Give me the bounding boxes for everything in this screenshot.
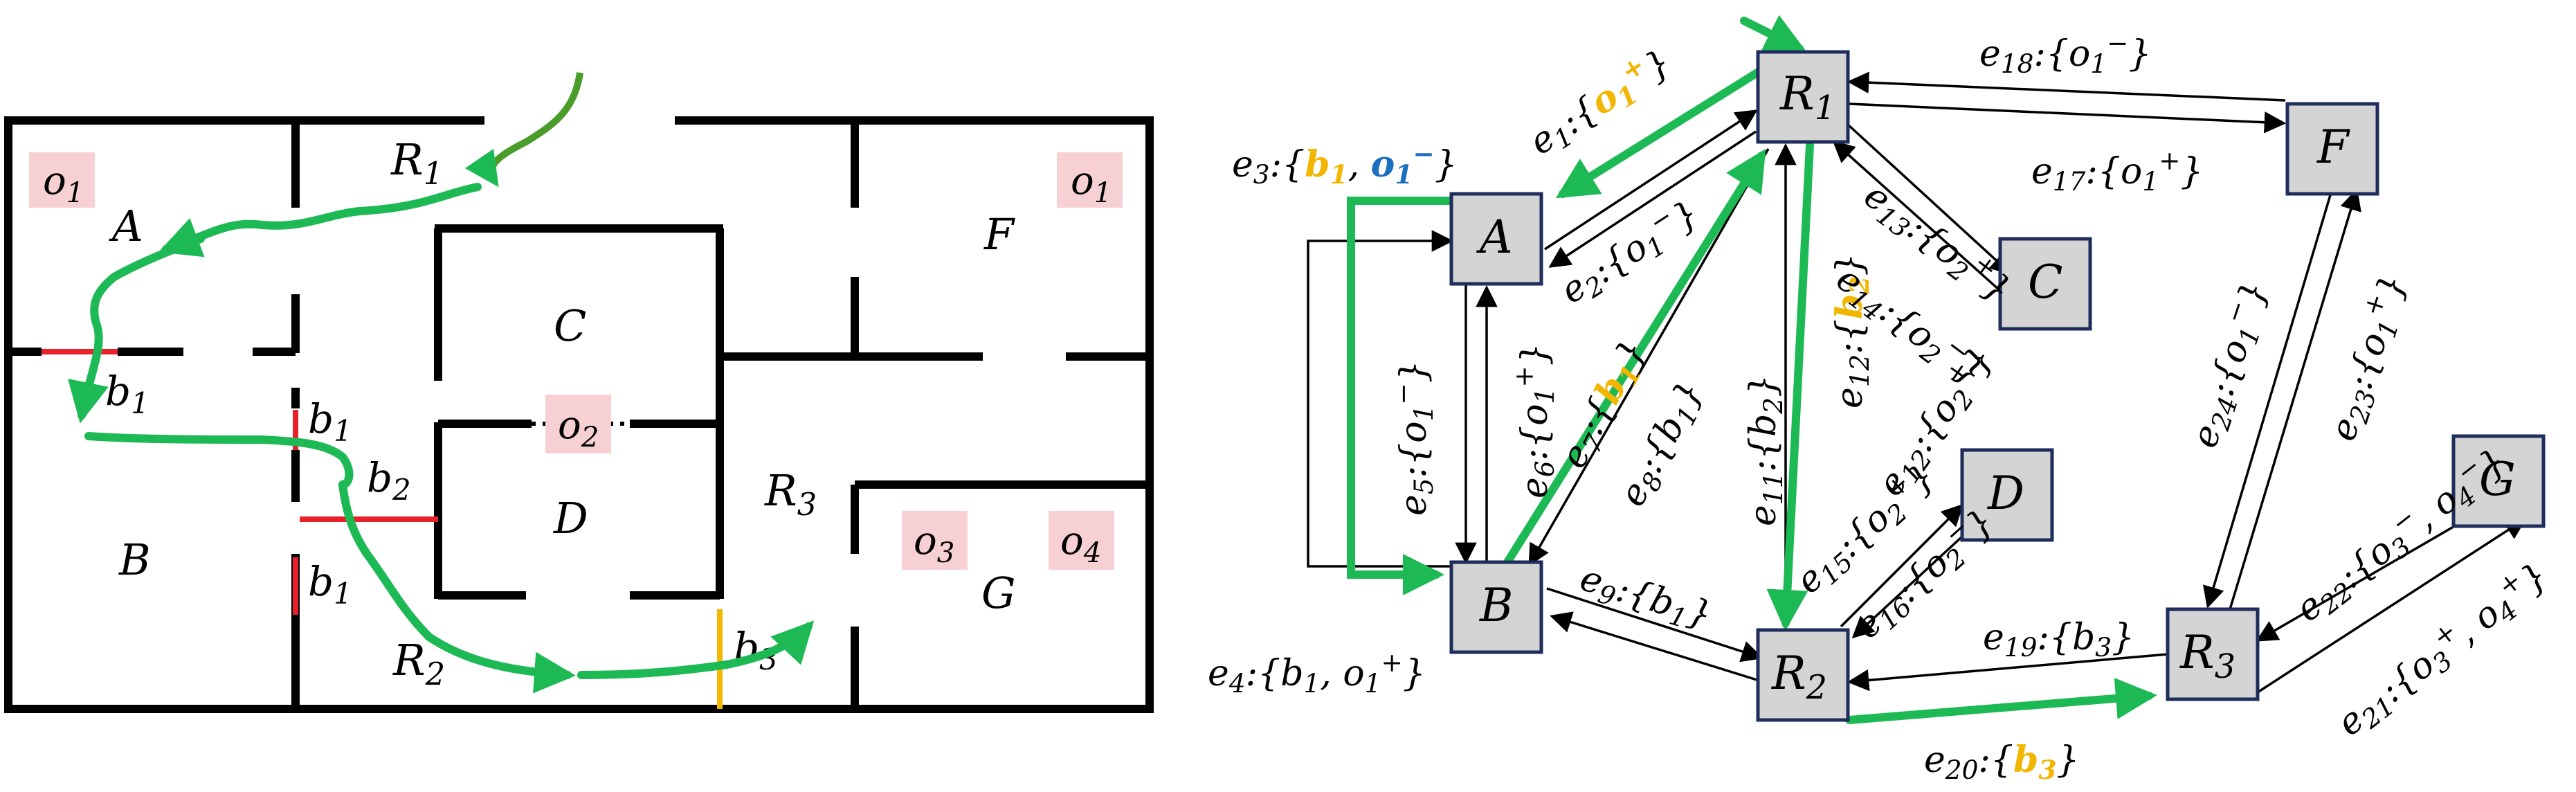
svg-text:C: C [2028,255,2063,309]
edge-e9 [1546,587,1763,663]
node-g: G [2451,434,2546,528]
edge-e15 [1840,503,1964,628]
floorplan-robot-path [68,72,815,694]
floorplan-doors [42,349,723,709]
edge-e1 [1544,109,1758,251]
edge-e24 [2202,183,2335,609]
room-label-r1: R1 [390,134,443,192]
edge-label-e24: e24:{o1−} [2179,275,2280,454]
graph: R1 A F C D G B [1208,15,2556,785]
edge-e19 [1847,653,2168,692]
edge-label-e4: e4:{b1, o1+} [1208,647,1426,699]
door-label-b1-b: b1 [308,395,352,448]
node-r2: R2 [1756,628,1850,722]
room-label-r3: R3 [764,465,817,523]
room-label-f: F [983,209,1015,260]
graph-highlight-path [1347,15,2157,724]
node-c: C [1998,237,2092,331]
svg-text:B: B [1479,579,1514,632]
edge-e2 [1548,130,1757,268]
edge-e17 [1849,102,2287,134]
graph-edges [1307,71,2527,694]
node-d: D [1960,448,2054,542]
object-o2: o2 [558,403,599,453]
edge-e13 [1847,123,2013,276]
room-label-d: D [553,493,588,543]
edge-label-e11: e11:{b2} [1743,375,1788,526]
edge-label-e9: e9:{b1} [1574,557,1716,640]
edge-e18 [1847,71,2286,102]
svg-text:R3: R3 [2179,626,2235,686]
edge-e8 [1528,148,1770,566]
edge-e4-loop [1307,230,1454,568]
edge-label-e17: e17:{o1+} [2031,145,2204,197]
node-f: F [2285,102,2379,196]
room-label-r2: R2 [392,635,445,692]
edge-label-e1: e1:{o1+} [1519,37,1681,167]
edge-label-e23: e23:{o1+} [2317,268,2419,447]
svg-text:F: F [2316,120,2350,174]
object-o1-right: o1 [1071,159,1112,209]
edge-label-e6: e6:{o1+} [1509,343,1560,498]
node-a: A [1449,192,1543,286]
floorplan-walls [4,116,1154,713]
edge-e21 [2257,518,2527,694]
svg-text:A: A [1476,210,1513,264]
edge-label-e18: e18:{o1−} [1979,28,2152,79]
object-o4: o4 [1060,519,1101,569]
edge-label-e20: e20:{b3} [1924,739,2080,785]
svg-text:D: D [1987,467,2024,520]
door-label-b2: b2 [367,454,411,507]
floorplan: o1 o1 o2 o3 o4 A B C D F G R1 R2 R3 b1 b… [4,72,1154,713]
room-label-a: A [109,201,143,251]
edge-r2-b [1549,611,1764,683]
edge-e23 [2229,188,2361,610]
graph-nodes: R1 A F C D G B [1449,50,2546,722]
object-o1-left: o1 [43,159,84,209]
edge-label-e12: e12:{b2} [1829,253,1875,408]
svg-text:R1: R1 [1779,67,1835,127]
floorplan-objects: o1 o1 o2 o3 o4 [29,152,1123,570]
room-label-g: G [981,568,1016,618]
edge-e16 [1851,519,1981,639]
floorplan-room-labels: A B C D F G R1 R2 R3 [109,134,1016,692]
node-r1: R1 [1756,50,1850,144]
edge-label-e3: e3:{b1, o1−} [1232,138,1458,190]
edge-label-e13: e13:{o2+} [1854,170,2022,315]
svg-text:R2: R2 [1771,647,1827,707]
door-label-b1-c: b1 [308,558,352,611]
edge-label-e19: e19:{b3} [1983,617,2134,663]
room-label-c: C [554,300,586,351]
edge-label-e5: e5:{o1−} [1388,360,1439,516]
edge-e14 [1832,140,2002,292]
node-r3: R3 [2166,607,2260,701]
svg-text:G: G [2479,453,2516,506]
node-b: B [1449,560,1543,654]
object-o3: o3 [914,519,954,569]
door-label-b1-a: b1 [105,368,149,420]
room-label-b: B [118,534,151,585]
